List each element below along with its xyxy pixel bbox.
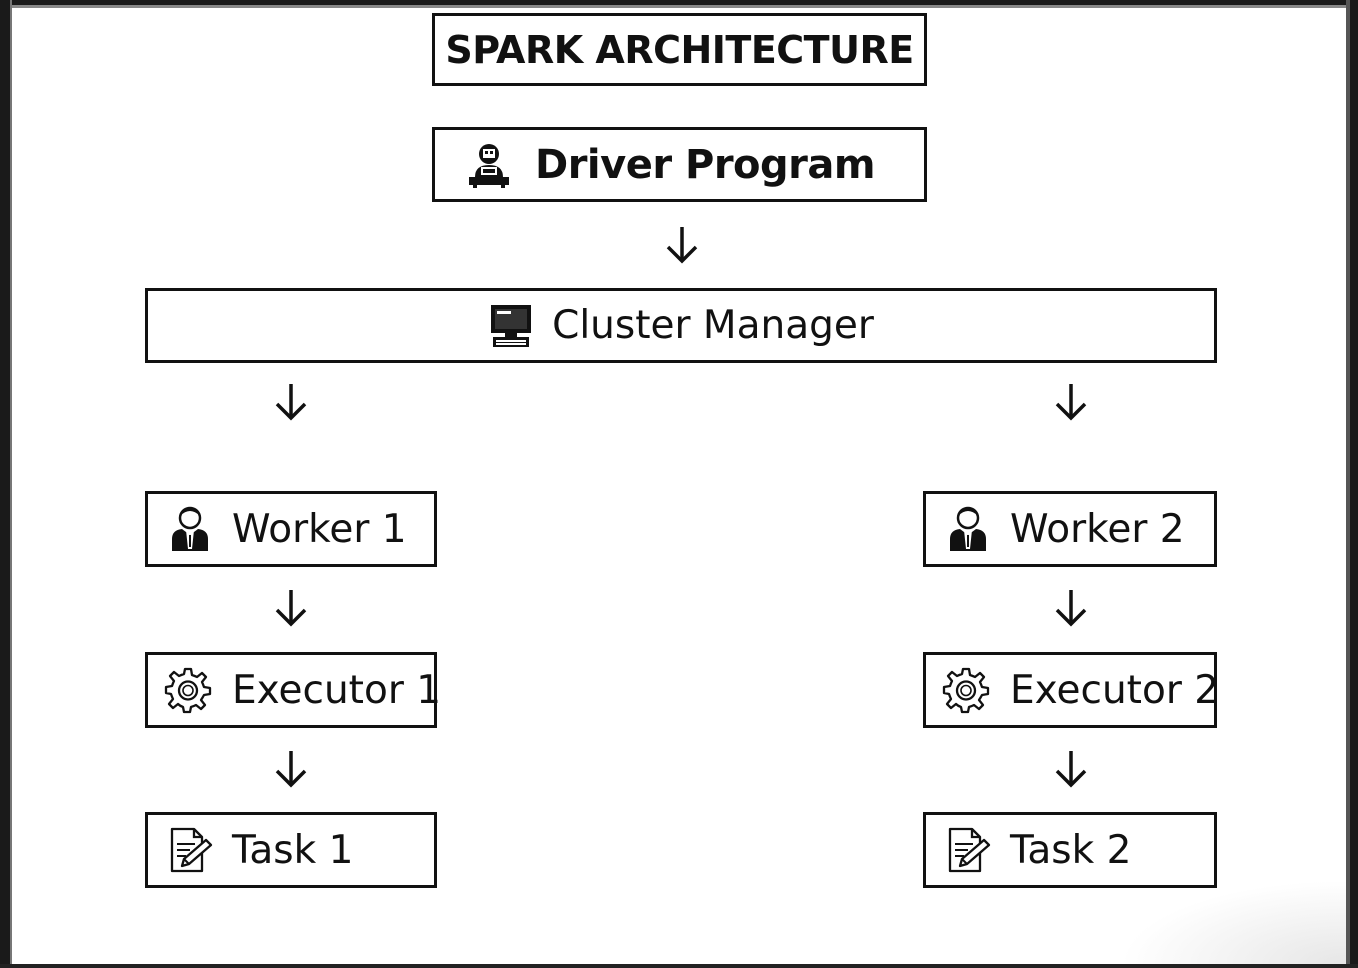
executor-1-node: Executor 1 xyxy=(145,652,441,728)
frame-top-shadow xyxy=(0,5,1358,8)
task-1-label: Task 1 xyxy=(232,827,354,873)
worker-person-icon xyxy=(168,505,212,553)
driver-program-label: Driver Program xyxy=(535,141,876,188)
executor-1-label: Executor 1 xyxy=(232,667,442,713)
driver-program-node: Driver Program xyxy=(432,127,927,202)
arrow-cluster-manager-to-worker-2 xyxy=(1055,384,1087,421)
worker-1-node: Worker 1 xyxy=(145,491,437,567)
cluster-manager-label: Cluster Manager xyxy=(552,303,874,348)
edit-document-icon xyxy=(168,826,214,874)
diagram-title: SPARK ARCHITECTURE xyxy=(445,27,914,72)
arrow-worker-2-to-executor-2 xyxy=(1055,590,1087,627)
title-box: SPARK ARCHITECTURE xyxy=(432,13,927,86)
worker-2-label: Worker 2 xyxy=(1010,506,1185,552)
operator-at-desk-icon xyxy=(465,141,513,189)
cluster-manager-node: Cluster Manager xyxy=(145,288,1217,363)
frame-left-shadow xyxy=(10,0,12,968)
executor-2-label: Executor 2 xyxy=(1010,667,1220,713)
worker-person-icon xyxy=(946,505,990,553)
worker-1-label: Worker 1 xyxy=(232,506,407,552)
frame-right-shadow xyxy=(1346,0,1350,968)
edit-document-icon xyxy=(946,826,992,874)
gear-icon xyxy=(942,666,990,714)
frame-top-border xyxy=(0,0,1358,5)
frame-right-border xyxy=(1350,0,1358,968)
frame-bottom-border xyxy=(0,964,1358,968)
arrow-executor-1-to-task-1 xyxy=(275,751,307,788)
task-2-label: Task 2 xyxy=(1010,827,1132,873)
gear-icon xyxy=(164,666,212,714)
arrow-cluster-manager-to-worker-1 xyxy=(275,384,307,421)
executor-2-node: Executor 2 xyxy=(923,652,1220,728)
arrow-driver-to-cluster-manager xyxy=(666,227,698,264)
corner-shading xyxy=(1120,880,1346,964)
frame-left-border xyxy=(0,0,10,968)
task-2-node: Task 2 xyxy=(923,812,1217,888)
worker-2-node: Worker 2 xyxy=(923,491,1217,567)
computer-icon xyxy=(488,302,534,350)
arrow-worker-1-to-executor-1 xyxy=(275,590,307,627)
arrow-executor-2-to-task-2 xyxy=(1055,751,1087,788)
task-1-node: Task 1 xyxy=(145,812,437,888)
